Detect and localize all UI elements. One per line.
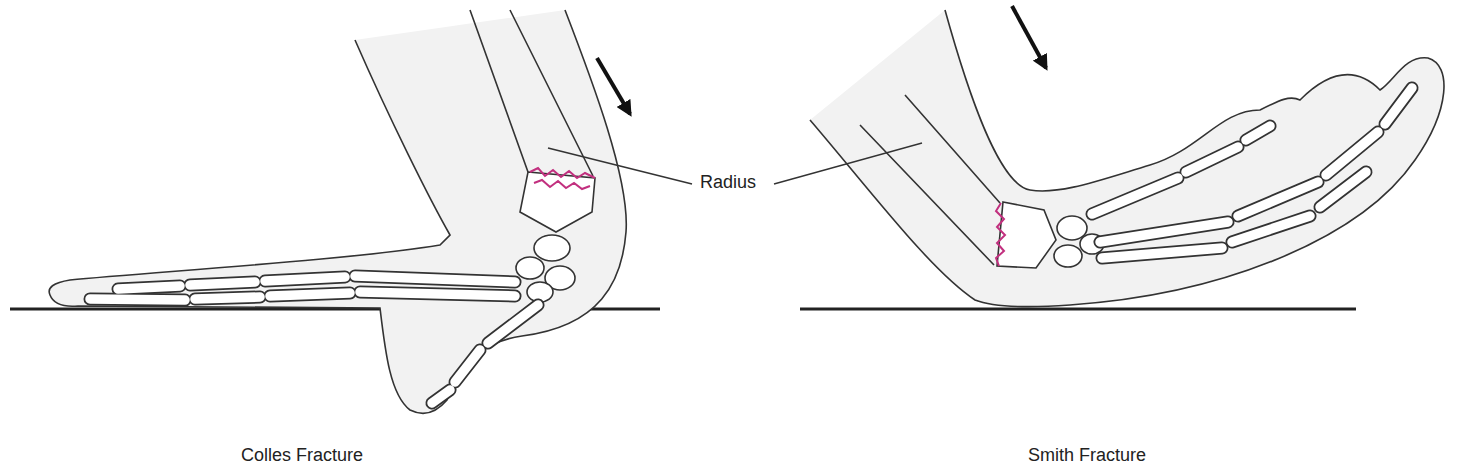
caption: Smith Fracture [1025, 445, 1149, 467]
ground-line [800, 308, 1356, 311]
radius-shaft [860, 95, 1000, 265]
force-arrow [1012, 6, 1046, 68]
part-label: Radius [697, 172, 759, 194]
caption: Colles Fracture [238, 445, 366, 467]
colles-hand [49, 10, 626, 413]
fracture-line [534, 180, 590, 189]
finger-bones [90, 88, 1412, 403]
carpal-bone [534, 235, 570, 261]
radius-fragment [997, 202, 1056, 268]
fracture-line [530, 168, 595, 178]
radius-shaft [470, 10, 593, 176]
carpal-bone [516, 257, 544, 279]
carpal-bone [1054, 245, 1082, 267]
carpal-bone [1057, 216, 1087, 240]
skin-outline [49, 10, 626, 413]
radius-fragment [520, 172, 595, 232]
fracture-line [996, 203, 1005, 266]
leader-line [548, 148, 692, 184]
leader-line [774, 143, 922, 184]
finger-bones [90, 88, 1412, 403]
force-arrow [597, 58, 630, 114]
